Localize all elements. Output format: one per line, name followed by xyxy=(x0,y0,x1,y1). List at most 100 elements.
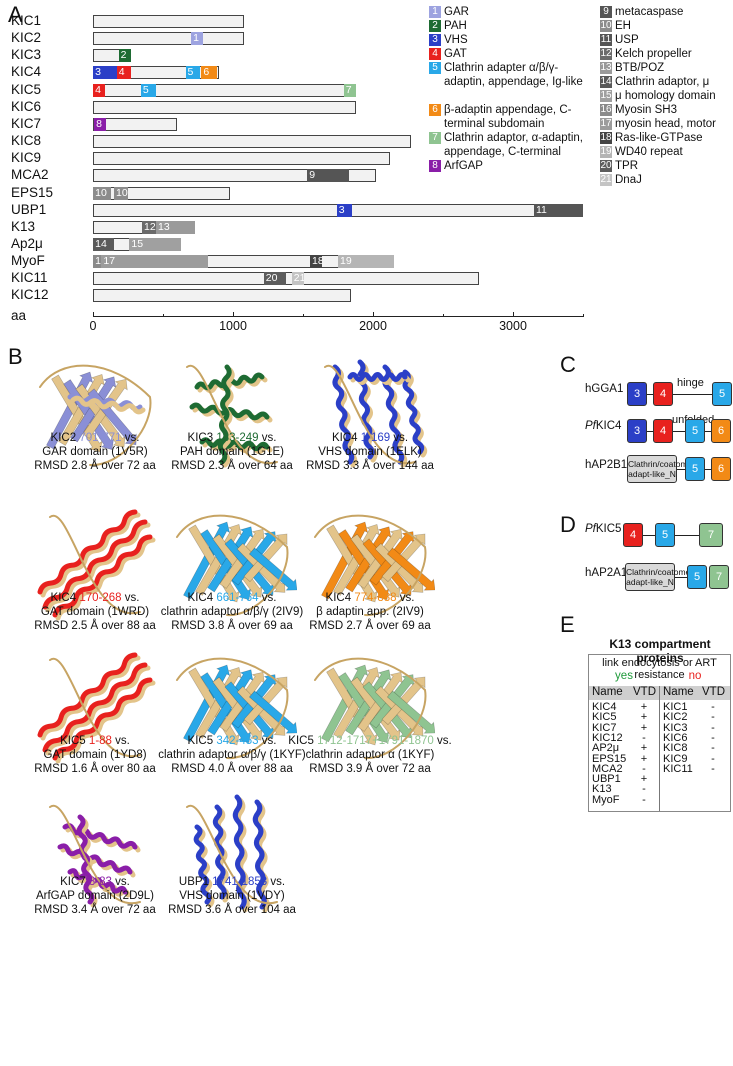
table-cell-vtd: + xyxy=(640,701,648,713)
structure-caption: KIC5 1-88 vs.GAT domain (1YD8)RMSD 1.6 Å… xyxy=(5,734,185,776)
legend-text: metacaspase xyxy=(615,6,684,18)
panel-label-a: A xyxy=(8,2,23,27)
panel-label-b: B xyxy=(8,344,23,369)
legend-text: BTB/POZ xyxy=(615,62,665,74)
domain-block: 3 xyxy=(93,66,117,80)
backbone-trace xyxy=(324,364,416,465)
protein-name: KIC5 xyxy=(11,81,42,97)
table-cell-name: K13 xyxy=(592,783,612,796)
table-cell-vtd: - xyxy=(711,711,715,724)
beta-strand xyxy=(248,547,297,591)
legend-swatch: 10 xyxy=(600,20,612,32)
backbone-trace xyxy=(45,522,151,613)
backbone-trace xyxy=(42,662,148,753)
backbone-trace xyxy=(76,814,95,905)
caption-reference: clathrin adaptor α/β/γ (1KYF) xyxy=(158,749,306,761)
legend-text: USP xyxy=(615,34,639,46)
backbone-trace xyxy=(49,657,141,758)
backbone-trace xyxy=(176,514,289,617)
protein-bar xyxy=(93,272,480,286)
table-cell-vtd: + xyxy=(640,752,648,765)
backbone-trace xyxy=(39,364,152,467)
legend-swatch: 11 xyxy=(600,34,612,46)
protein-bar xyxy=(93,15,245,28)
protein-name: KIC7 xyxy=(11,115,42,131)
caption-protein: KIC5 xyxy=(60,735,86,747)
protein-name: MyoF xyxy=(11,253,45,269)
protein-name: KIC2 xyxy=(11,30,42,46)
domain-block: 19 xyxy=(338,255,394,269)
legend-text: μ homology domain xyxy=(615,90,716,102)
caption-vs: vs. xyxy=(261,735,277,747)
protein-bar xyxy=(93,289,351,303)
backbone-trace xyxy=(40,655,141,741)
caption-range: 8-83 xyxy=(88,876,112,888)
caption-rmsd: RMSD 3.9 Å over 72 aa xyxy=(309,763,431,775)
caption-vs: vs. xyxy=(124,432,140,444)
caption-rmsd: RMSD 3.8 Å over 69 aa xyxy=(171,620,293,632)
caption-protein: KIC4 xyxy=(331,432,358,444)
legend-text: ArfGAP xyxy=(444,160,483,172)
caption-reference: ArfGAP domain (2D9L) xyxy=(35,890,155,902)
caption-rmsd: RMSD 2.8 Å over 72 aa xyxy=(34,460,156,472)
structure-overlay xyxy=(186,364,278,468)
protein-name: KIC9 xyxy=(11,150,42,166)
caption-protein: UBP1 xyxy=(178,876,209,888)
backbone-trace xyxy=(40,512,141,598)
legend-text: GAT xyxy=(444,48,467,60)
caption-range: 183-249 xyxy=(216,432,259,444)
caption-reference: GAT domain (1YD8) xyxy=(43,749,147,761)
protein-bar xyxy=(93,117,177,131)
protein-bar xyxy=(93,152,390,166)
legend-swatch: 6 xyxy=(429,104,441,116)
backbone-trace xyxy=(332,364,355,465)
x-tick-label: 0 xyxy=(89,319,97,333)
protein-name: KIC3 xyxy=(11,47,42,63)
caption-reference: VHS domain (1VDY) xyxy=(179,890,285,902)
table-cell-name: KIC9 xyxy=(663,752,688,765)
protein-name: KIC11 xyxy=(11,270,48,286)
domain-block: 7 xyxy=(343,83,356,97)
caption-range: 1712-1717+1791-1870 xyxy=(317,735,434,747)
row-name: PfKIC4 xyxy=(585,420,622,432)
backbone-trace xyxy=(57,843,133,875)
domain-block: 2 xyxy=(118,49,131,63)
backbone-trace xyxy=(49,514,141,615)
structure-caption: KIC4 774-888 vs.β adaptin app. (2IV9)RMS… xyxy=(280,591,460,633)
backbone-trace xyxy=(55,537,156,621)
table-cell-name: KIC4 xyxy=(592,701,617,713)
table-cell-name: KIC8 xyxy=(663,742,688,755)
backbone-trace xyxy=(42,519,148,610)
caption-range: 774-888 xyxy=(354,592,397,604)
backbone-trace xyxy=(186,804,278,905)
caption-reference: PAH domain (1G1E) xyxy=(180,446,284,458)
legend-text: Clathrin adaptor, μ xyxy=(615,76,710,88)
legend-swatch: 15 xyxy=(600,90,612,102)
row-name: PfKIC5 xyxy=(585,523,622,535)
table-cell-name: KIC3 xyxy=(663,721,688,734)
domain-box-alpha-appendage: 7 xyxy=(699,523,723,547)
x-tick xyxy=(233,312,234,317)
caption-protein: KIC4 xyxy=(325,592,352,604)
domain-block: 15 xyxy=(129,237,182,251)
table-divider xyxy=(659,686,660,811)
panel-c-domain-comparison: hGGA1 3 4 hinge 5 PfKIC4 3 4 unfolded 5 … xyxy=(585,375,733,495)
col-header-vtd: VTD xyxy=(702,686,725,698)
legend-text: Myosin SH3 xyxy=(615,104,677,116)
protein-name: KIC8 xyxy=(11,133,42,149)
domain-box-appendage: 5 xyxy=(685,419,705,443)
x-tick-label: 3000 xyxy=(499,319,527,333)
x-minor-tick xyxy=(163,314,164,317)
backbone-trace xyxy=(176,657,289,760)
legend-text: myosin head, motor xyxy=(615,118,716,130)
table-cell-vtd: - xyxy=(711,742,715,755)
x-minor-tick xyxy=(443,314,444,317)
structure-overlay xyxy=(37,509,156,621)
x-axis-line xyxy=(93,316,583,317)
table-cell-vtd: + xyxy=(640,721,648,734)
caption-range: 170-268 xyxy=(79,592,122,604)
table-cell-name: AP2μ xyxy=(592,742,620,755)
protein-name: MCA2 xyxy=(11,167,49,183)
panel-label-c: C xyxy=(560,352,576,377)
